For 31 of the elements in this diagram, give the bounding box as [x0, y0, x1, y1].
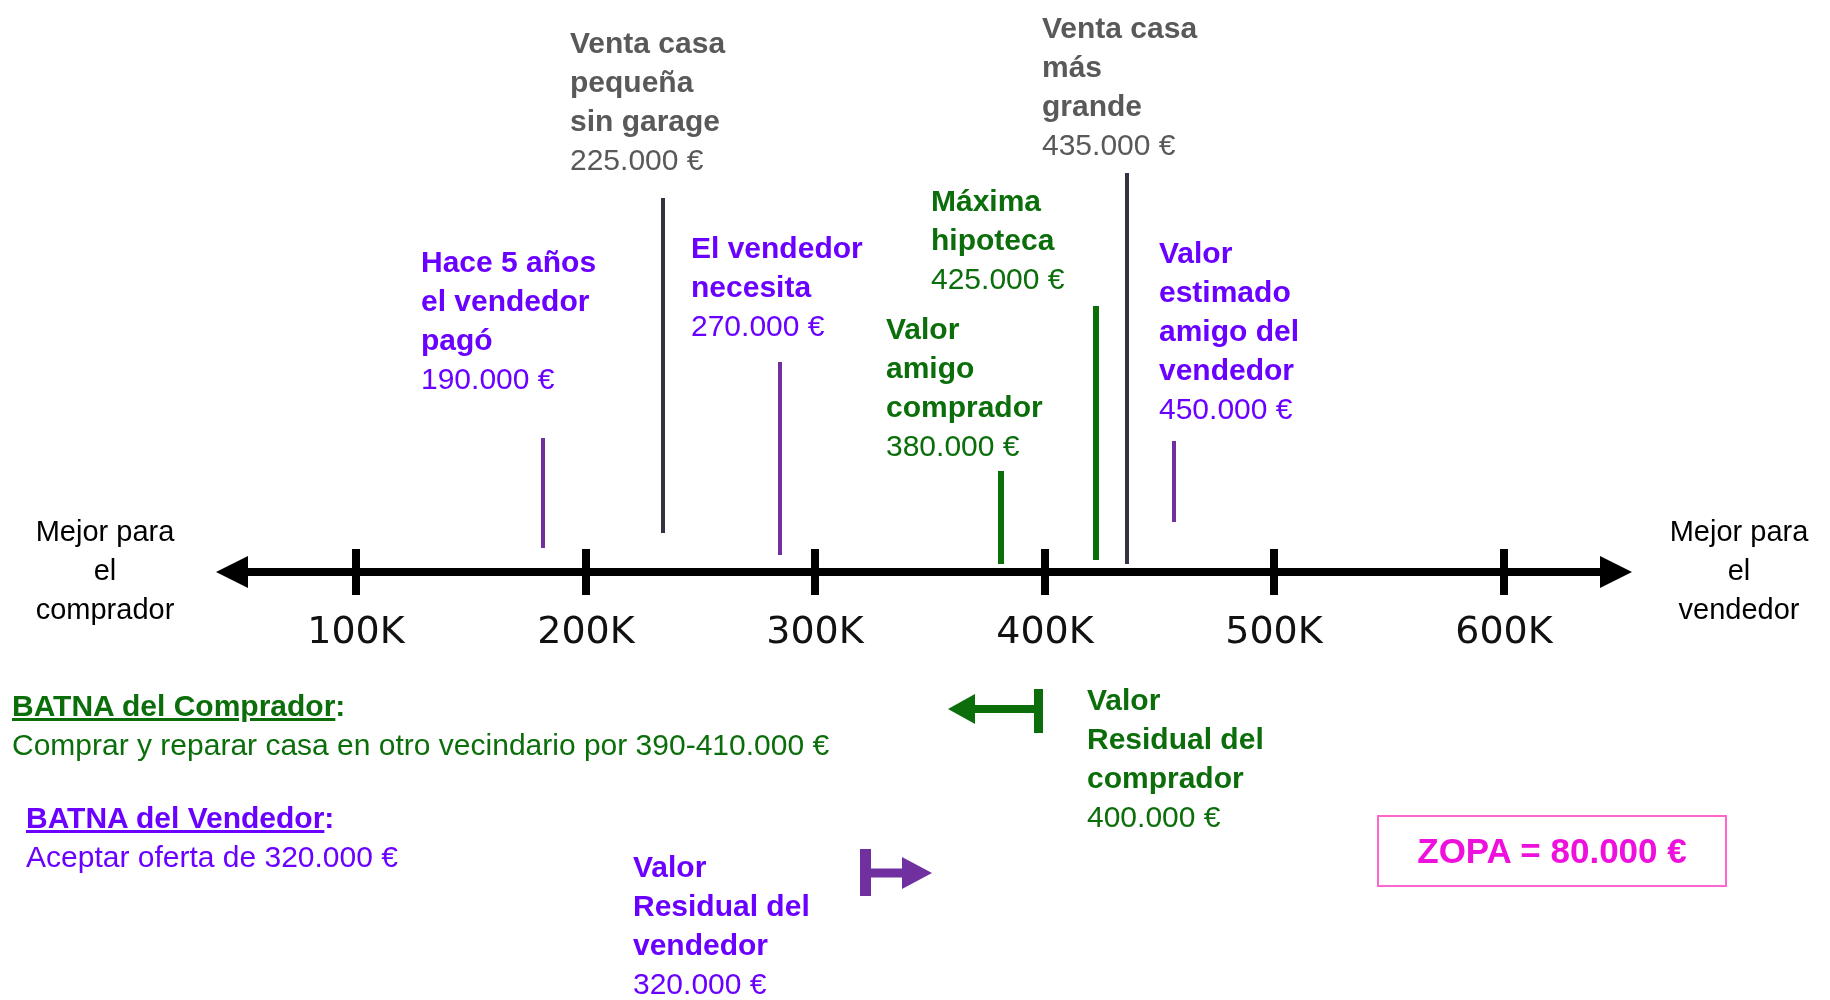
price-value: 270.000 € — [691, 308, 825, 344]
batna-heading: BATNA del Comprador: — [12, 688, 346, 724]
price-value: 400.000 € — [1087, 799, 1221, 835]
price-value: 190.000 € — [421, 361, 555, 397]
tick-label: 100K — [306, 608, 406, 652]
tick-label: 300K — [765, 608, 865, 652]
axis-end-label: Mejor para el vendedor — [1668, 514, 1810, 627]
axis-end-label: Mejor para el comprador — [34, 514, 176, 627]
annotation-heading: Valor estimado amigo del vendedor — [1159, 235, 1301, 388]
annotation-heading: Venta casa más grande — [1042, 10, 1199, 124]
zopa-box: ZOPA = 80.000 € — [1377, 815, 1727, 887]
annotation-heading: Valor Residual del vendedor — [633, 849, 811, 963]
batna-text: Aceptar oferta de 320.000 € — [26, 839, 398, 875]
annotation-heading: Valor Residual del comprador — [1087, 682, 1265, 796]
price-value: 450.000 € — [1159, 391, 1293, 427]
annotation-heading: Máxima hipoteca — [931, 183, 1056, 258]
tick-label: 200K — [536, 608, 636, 652]
annotation-heading: Valor amigo comprador — [886, 311, 1044, 425]
price-value: 435.000 € — [1042, 127, 1176, 163]
tick-label: 600K — [1454, 608, 1554, 652]
annotation-heading: El vendedor necesita — [691, 230, 864, 305]
annotation-heading: Hace 5 años el vendedor pagó — [421, 244, 598, 358]
price-value: 380.000 € — [886, 428, 1020, 464]
price-value: 225.000 € — [570, 142, 704, 178]
batna-text: Comprar y reparar casa en otro vecindario por 390-410.000 € — [12, 727, 830, 763]
annotation-heading: Venta casa pequeña sin garage — [570, 25, 727, 139]
price-value: 320.000 € — [633, 966, 767, 1000]
tick-label: 500K — [1224, 608, 1324, 652]
batna-heading: BATNA del Vendedor: — [26, 800, 335, 836]
price-value: 425.000 € — [931, 261, 1065, 297]
tick-label: 400K — [995, 608, 1095, 652]
